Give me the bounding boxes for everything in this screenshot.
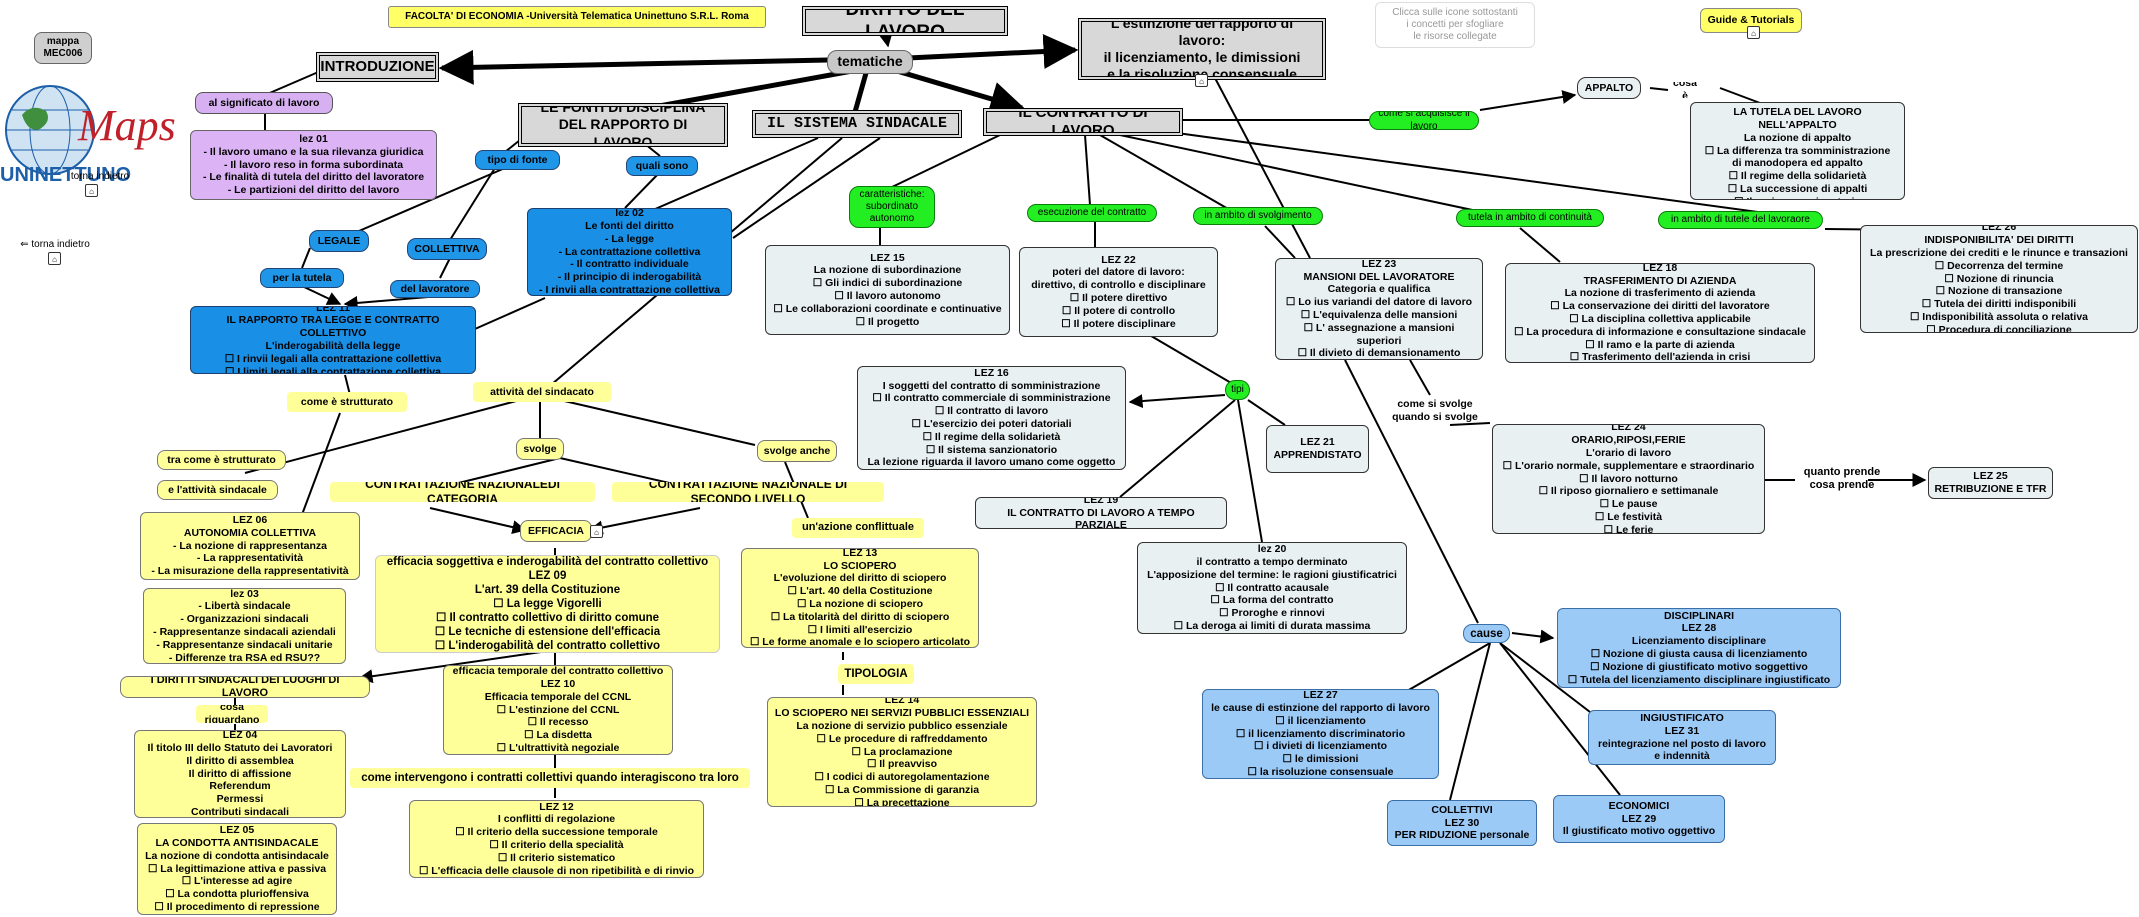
svolge-anche-label: svolge anche — [757, 440, 837, 462]
globe-icon — [5, 85, 95, 175]
lez28-node[interactable]: DISCIPLINARI LEZ 28 Licenziamento discip… — [1557, 608, 1841, 688]
lez04-node[interactable]: LEZ 04 Il titolo III dello Statuto dei L… — [134, 730, 346, 818]
lez17-node[interactable]: LEZ 17 LA TUTELA DEL LAVORO NELL'APPALTO… — [1690, 102, 1905, 200]
fonti-node[interactable]: LE FONTI DI DISCIPLINA DEL RAPPORTO DI L… — [518, 103, 728, 147]
tipologia-label: TIPOLOGIA — [838, 664, 914, 684]
faculty-banner: FACOLTA' DI ECONOMIA -Università Telemat… — [388, 6, 766, 28]
lez20-node[interactable]: lez 20 il contratto a tempo derminato L'… — [1137, 542, 1407, 634]
azione-conflittuale-label: un'azione conflittuale — [792, 518, 924, 538]
logo-uninettuno-text: UNINETTUNO — [0, 164, 132, 186]
resource-icon[interactable]: ⌂ — [590, 525, 603, 538]
esecuzione-label: esecuzione del contratto — [1027, 204, 1157, 222]
resource-icon[interactable]: ⌂ — [85, 184, 98, 197]
efficacia-node[interactable]: EFFICACIA — [520, 520, 592, 542]
caratteristiche-label: caratteristiche: subordinato autonomo — [849, 186, 935, 228]
lez30-node[interactable]: COLLETTIVI LEZ 30 PER RIDUZIONE personal… — [1387, 800, 1537, 846]
lez23-node[interactable]: LEZ 23 MANSIONI DEL LAVORATORE Categoria… — [1275, 258, 1483, 360]
lez21-node[interactable]: LEZ 21 APPRENDISTATO — [1266, 425, 1369, 473]
sistema-sindacale-node[interactable]: IL SISTEMA SINDACALE — [752, 110, 962, 138]
map-code-badge: mappa MEC006 — [34, 32, 92, 64]
ambito-tutele-label: in ambito di tutele del lavoraore — [1658, 211, 1823, 229]
cosa-riguardano-label: cosa riguardano — [196, 705, 268, 723]
back-link-2[interactable]: ⇐ torna indietro — [20, 238, 90, 250]
lez18-node[interactable]: LEZ 18 TRASFERIMENTO DI AZIENDA La nozio… — [1505, 263, 1815, 363]
lez01-node[interactable]: lez 01 - Il lavoro umano e la sua rileva… — [190, 130, 437, 200]
lez16-node[interactable]: LEZ 16 I soggetti del contratto di sommi… — [857, 366, 1126, 470]
lez29-node[interactable]: ECONOMICI LEZ 29 Il giustificato motivo … — [1553, 795, 1725, 843]
lez14-node[interactable]: LEZ 14 LO SCIOPERO NEI SERVIZI PUBBLICI … — [767, 697, 1037, 807]
svolge-label: svolge — [516, 438, 564, 460]
lez12-node[interactable]: LEZ 12 I conflitti di regolazione ☐ Il c… — [409, 800, 704, 878]
introduzione-node[interactable]: INTRODUZIONE — [316, 52, 439, 82]
lez13-node[interactable]: LEZ 13 LO SCIOPERO L'evoluzione del diri… — [741, 548, 979, 648]
lez11-node[interactable]: LEZ 11 IL RAPPORTO TRA LEGGE E CONTRATTO… — [190, 306, 476, 374]
collettiva-node[interactable]: COLLETTIVA — [407, 238, 487, 260]
tipi-label: tipi — [1225, 380, 1250, 400]
lez05-node[interactable]: LEZ 05 LA CONDOTTA ANTISINDACALE La nozi… — [137, 823, 337, 915]
logo-maps-text: Maps — [78, 101, 176, 150]
instructions-hint: Clicca sulle icone sottostanti i concett… — [1375, 2, 1535, 48]
legale-node[interactable]: LEGALE — [309, 230, 369, 252]
significato-label: al significato di lavoro — [195, 92, 333, 114]
lez06-node[interactable]: LEZ 06 AUTONOMIA COLLETTIVA - La nozione… — [140, 512, 360, 580]
lez15-node[interactable]: LEZ 15 La nozione di subordinazione ☐ Gl… — [765, 245, 1010, 335]
come-strutturato-label: come è strutturato — [287, 392, 407, 412]
diritti-sindacali-node[interactable]: I DIRITTI SINDACALI DEI LUOGHI DI LAVORO — [120, 676, 370, 698]
resource-icon[interactable]: ⌂ — [1195, 74, 1208, 87]
attivita-sindacato-label: attività del sindacato — [473, 382, 611, 402]
resource-icon[interactable]: ⌂ — [1747, 26, 1760, 39]
lez26-node[interactable]: LEZ 26 INDISPONIBILITA' DEI DIRITTI La p… — [1860, 225, 2138, 333]
attivita-sindacale-label: e l'attività sindacale — [157, 480, 278, 500]
quanto-prende-label: quanto prende cosa prende — [1803, 465, 1881, 491]
lez10-node[interactable]: efficacia temporale del contratto collet… — [443, 665, 673, 755]
come-si-svolge-label: come si svolge quando si svolge — [1392, 398, 1478, 423]
tematiche-node[interactable]: tematiche — [827, 50, 913, 74]
appalto-node[interactable]: APPALTO — [1577, 77, 1641, 99]
tipo-fonte-label: tipo di fonte — [475, 150, 560, 170]
quali-sono-label: quali sono — [626, 156, 698, 176]
lez02-node[interactable]: lez 02 Le fonti del diritto - La legge -… — [527, 208, 732, 296]
cause-node[interactable]: cause — [1463, 624, 1510, 643]
lez25-node[interactable]: LEZ 25 RETRIBUZIONE E TFR — [1928, 467, 2053, 499]
page-title: DIRITTO DEL LAVORO — [802, 6, 1008, 36]
lez31-node[interactable]: INGIUSTIFICATO LEZ 31 reintegrazione nel… — [1588, 710, 1776, 765]
come-acquisisce-label: come si acquisisce il lavoro — [1369, 111, 1479, 130]
lez27-node[interactable]: LEZ 27 le cause di estinzione del rappor… — [1202, 689, 1439, 779]
lez19-node[interactable]: LEZ 19 IL CONTRATTO DI LAVORO A TEMPO PA… — [975, 497, 1227, 529]
lez24-node[interactable]: LEZ 24 ORARIO,RIPOSI,FERIE L'orario di l… — [1492, 424, 1765, 534]
back-link[interactable]: torna indietro — [70, 170, 130, 182]
come-intervengono-label: come intervengono i contratti collettivi… — [350, 768, 750, 788]
estinzione-node[interactable]: L'estinzione del rapporto di lavoro: il … — [1078, 18, 1326, 80]
tutela-continuita-label: tutela in ambito di continuità — [1456, 209, 1604, 227]
del-lavoratore-label: del lavoratore — [390, 280, 480, 298]
uninettuno-maps-logo: Maps UNINETTUNO — [0, 80, 185, 190]
ambito-svolgimento-label: in ambito di svolgimento — [1193, 207, 1323, 225]
contrattazione-secondo-livello-label: CONTRATTAZIONE NAZIONALE DI SECONDO LIVE… — [612, 482, 884, 502]
lez22-node[interactable]: LEZ 22 poteri del datore di lavoro: dire… — [1019, 247, 1218, 337]
cosa-e-label: cosa è — [1673, 82, 1697, 98]
tra-come-label: tra come è strutturato — [157, 450, 286, 470]
contrattazione-categoria-label: CONTRATTAZIONE NAZIONALEDI CATEGORIA — [330, 482, 595, 502]
lez09-node[interactable]: efficacia soggettiva e inderogabilità de… — [375, 555, 720, 653]
lez03-node[interactable]: lez 03 - Libertà sindacale - Organizzazi… — [143, 588, 346, 664]
contratto-node[interactable]: IL CONTRATTO DI LAVORO — [983, 108, 1183, 136]
per-tutela-label: per la tutela — [260, 268, 344, 288]
resource-icon[interactable]: ⌂ — [48, 252, 61, 265]
